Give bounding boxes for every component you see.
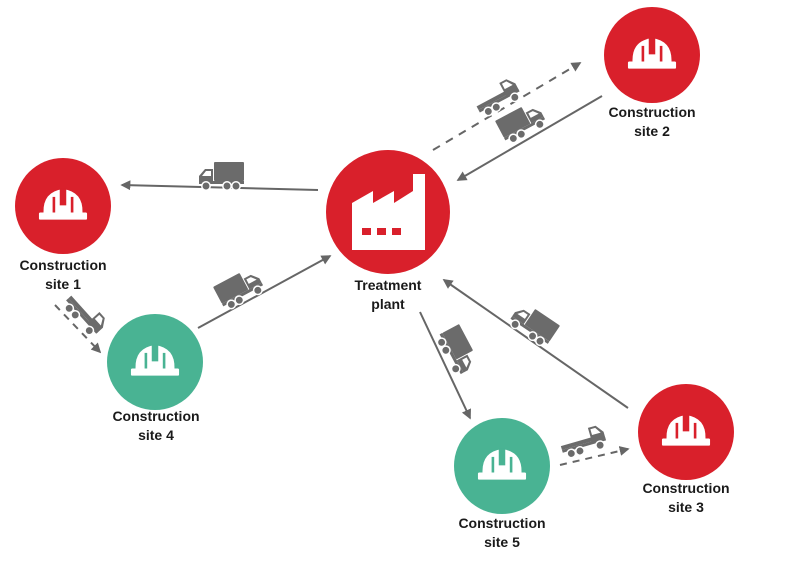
box-truck-icon xyxy=(198,161,245,191)
node-site-5 xyxy=(454,418,550,514)
label-line-1: Construction xyxy=(608,104,696,120)
label-line-2: site 4 xyxy=(138,427,174,443)
label-site-3: Construction site 3 xyxy=(626,479,746,517)
label-line-2: site 5 xyxy=(484,534,520,550)
edge-site5-to-site3 xyxy=(559,446,630,466)
label-line-2: site 1 xyxy=(45,276,81,292)
label-line-2: site 2 xyxy=(634,123,670,139)
box-truck-icon xyxy=(212,265,267,313)
label-line-2: site 3 xyxy=(668,499,704,515)
edge-plant-to-site5 xyxy=(419,311,471,420)
node-site-2 xyxy=(604,7,700,103)
label-treatment-plant: Treatment plant xyxy=(338,276,438,314)
label-line-1: Treatment xyxy=(354,277,422,293)
node-site-1 xyxy=(15,158,111,254)
label-site-1: Construction site 1 xyxy=(3,256,123,294)
box-truck-icon xyxy=(494,99,549,147)
label-line-1: Construction xyxy=(458,515,546,531)
edges xyxy=(54,62,630,466)
flatbed-truck-icon xyxy=(59,288,110,340)
label-site-2: Construction site 2 xyxy=(592,103,712,141)
label-line-2: plant xyxy=(371,296,405,312)
edge-plant-to-site2 xyxy=(432,62,582,151)
node-treatment-plant xyxy=(326,150,450,274)
edge-site4-to-plant xyxy=(197,255,332,329)
node-site-3 xyxy=(638,384,734,480)
label-line-1: Construction xyxy=(19,257,107,273)
label-line-1: Construction xyxy=(112,408,200,424)
edge-plant-to-site1 xyxy=(120,180,319,191)
edge-site2-to-plant xyxy=(456,95,603,181)
flatbed-truck-icon xyxy=(557,423,609,461)
edge-site1-to-site4 xyxy=(54,304,102,354)
label-line-1: Construction xyxy=(642,480,730,496)
factory-icon xyxy=(352,174,425,250)
box-truck-icon xyxy=(433,323,481,378)
label-site-4: Construction site 4 xyxy=(96,407,216,445)
node-site-4 xyxy=(107,314,203,410)
label-site-5: Construction site 5 xyxy=(442,514,562,552)
